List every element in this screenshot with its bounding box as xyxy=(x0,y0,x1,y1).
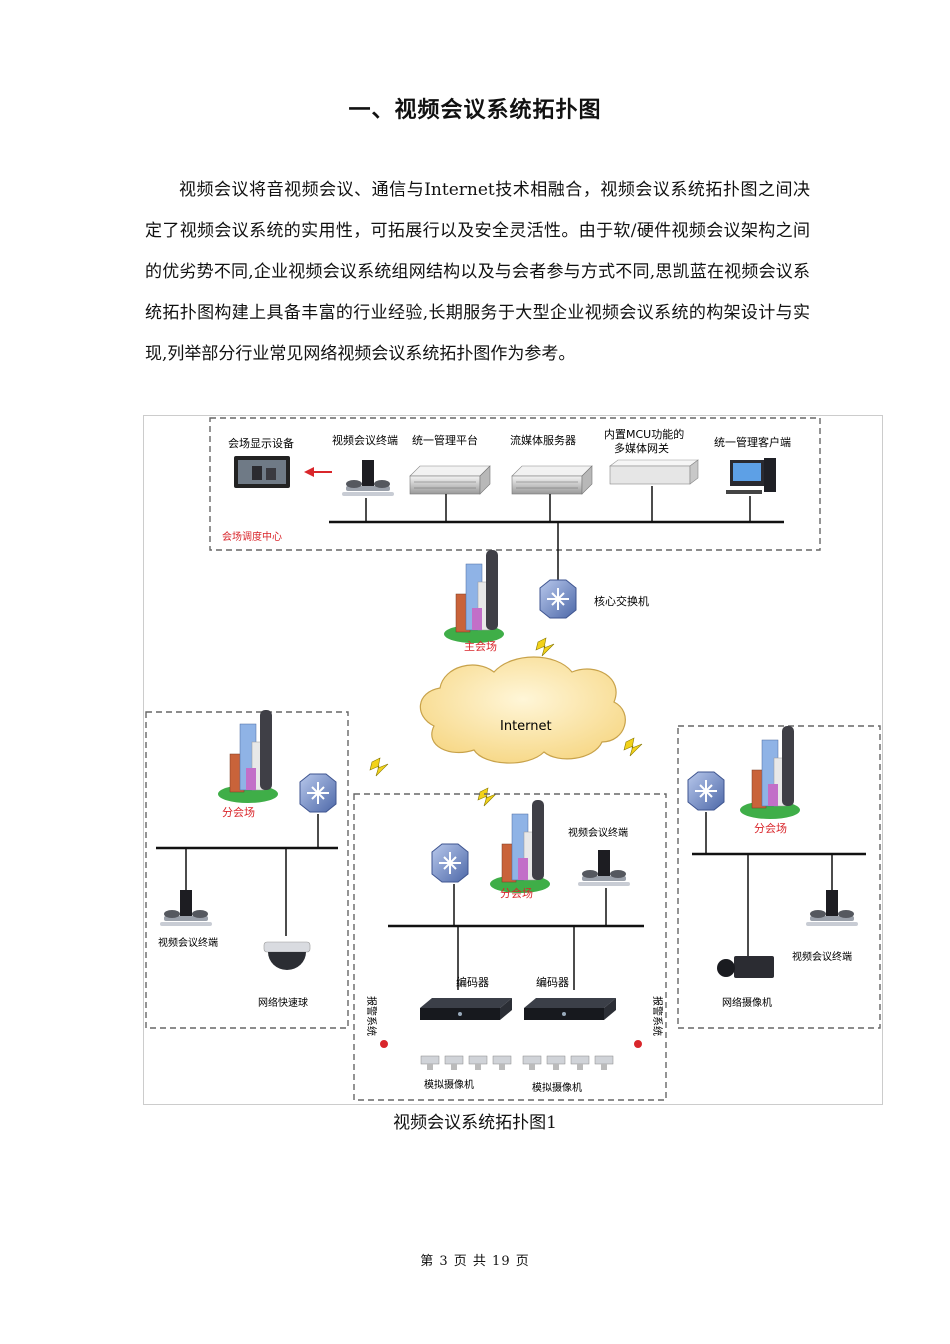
analog-camera1-label: 模拟摄像机 xyxy=(424,1078,474,1091)
middle-branch-frame xyxy=(353,793,667,1101)
internet-cloud-icon xyxy=(419,656,626,764)
page-footer: 第 3 页 共 19 页 xyxy=(420,1254,530,1269)
dispatch-center-frame xyxy=(209,417,821,551)
right-terminal-icon xyxy=(806,890,858,926)
mgmt-platform-label: 统一管理平台 xyxy=(412,433,478,447)
analog-camera2-label: 模拟摄像机 xyxy=(532,1081,582,1094)
encoder2-label: 编码器 xyxy=(536,975,569,989)
left-branch-frame xyxy=(145,711,349,1029)
paragraph-text: 视频会议将音视频会议、通信与Internet技术相融合，视频会议系统拓扑图之间决… xyxy=(145,180,810,364)
middle-site-buildings-icon xyxy=(489,799,551,894)
speed-dome-icon xyxy=(263,941,311,970)
main-site-buildings-icon xyxy=(443,549,505,644)
client-pc-icon xyxy=(726,458,776,494)
encoder2-icon xyxy=(524,998,616,1020)
left-site-label: 分会场 xyxy=(222,805,255,819)
topology-diagram: 会场显示设备 视频会议终端 统一管理平台 流媒体服务器 内置MCU功能的 多媒体… xyxy=(143,415,883,1105)
gateway-icon xyxy=(609,459,699,485)
client-label: 统一管理客户端 xyxy=(714,435,791,449)
analog-camera-icon xyxy=(468,1055,488,1071)
figure-caption: 视频会议系统拓扑图1 xyxy=(393,1113,557,1133)
main-site-label: 主会场 xyxy=(464,639,497,653)
encoder1-icon xyxy=(420,998,512,1020)
page-title: 一、视频会议系统拓扑图 xyxy=(348,98,602,123)
analog-camera-icon xyxy=(420,1055,440,1071)
dispatch-center-label: 会场调度中心 xyxy=(222,530,282,543)
core-switch-icon xyxy=(539,579,577,619)
intro-paragraph: 视频会议将音视频会议、通信与Internet技术相融合，视频会议系统拓扑图之间决… xyxy=(145,170,810,375)
analog-camera-icon xyxy=(492,1055,512,1071)
right-site-label: 分会场 xyxy=(754,821,787,835)
analog-camera-icon xyxy=(546,1055,566,1071)
left-terminal-label: 视频会议终端 xyxy=(158,936,218,949)
encoder1-label: 编码器 xyxy=(456,975,489,989)
right-switch-icon xyxy=(687,771,725,811)
stream-server-icon xyxy=(511,465,593,495)
right-site-buildings-icon xyxy=(739,725,801,820)
speed-dome-label: 网络快速球 xyxy=(258,996,308,1009)
alarm-light-icon xyxy=(380,1040,388,1048)
display-monitor-icon xyxy=(234,456,290,488)
middle-switch-icon xyxy=(431,843,469,883)
internet-label: Internet xyxy=(500,719,552,734)
alarm-left-label: 报警系统 xyxy=(365,996,378,1036)
alarm-right-label: 报警系统 xyxy=(651,996,664,1036)
gateway-label-1: 内置MCU功能的 xyxy=(604,427,684,441)
analog-camera-icon xyxy=(522,1055,542,1071)
top-terminal-icon xyxy=(342,460,394,496)
bolt-icon xyxy=(369,757,389,777)
analog-camera-icon xyxy=(570,1055,590,1071)
top-terminal-label: 视频会议终端 xyxy=(332,433,398,447)
right-terminal-label: 视频会议终端 xyxy=(792,950,852,963)
right-branch-frame xyxy=(677,725,881,1029)
arrow-icon xyxy=(304,467,332,477)
stream-server-label: 流媒体服务器 xyxy=(510,433,576,447)
middle-site-label: 分会场 xyxy=(500,886,533,900)
bolt-icon xyxy=(535,637,555,657)
left-switch-icon xyxy=(299,773,337,813)
left-terminal-icon xyxy=(160,890,212,926)
bolt-icon xyxy=(623,737,643,757)
core-switch-label: 核心交换机 xyxy=(594,594,649,608)
middle-terminal-label: 视频会议终端 xyxy=(568,826,628,839)
display-device-label: 会场显示设备 xyxy=(228,436,294,450)
network-camera-label: 网络摄像机 xyxy=(722,996,772,1009)
mgmt-server-icon xyxy=(409,465,491,495)
analog-camera-icon xyxy=(594,1055,614,1071)
topology-svg: 会场显示设备 视频会议终端 统一管理平台 流媒体服务器 内置MCU功能的 多媒体… xyxy=(145,417,881,1101)
bolt-icon xyxy=(477,787,497,807)
middle-terminal-icon xyxy=(578,850,630,886)
network-camera-icon xyxy=(717,956,774,978)
gateway-label-2: 多媒体网关 xyxy=(614,441,669,455)
alarm-light-icon xyxy=(634,1040,642,1048)
left-site-buildings-icon xyxy=(217,709,279,804)
analog-camera-icon xyxy=(444,1055,464,1071)
